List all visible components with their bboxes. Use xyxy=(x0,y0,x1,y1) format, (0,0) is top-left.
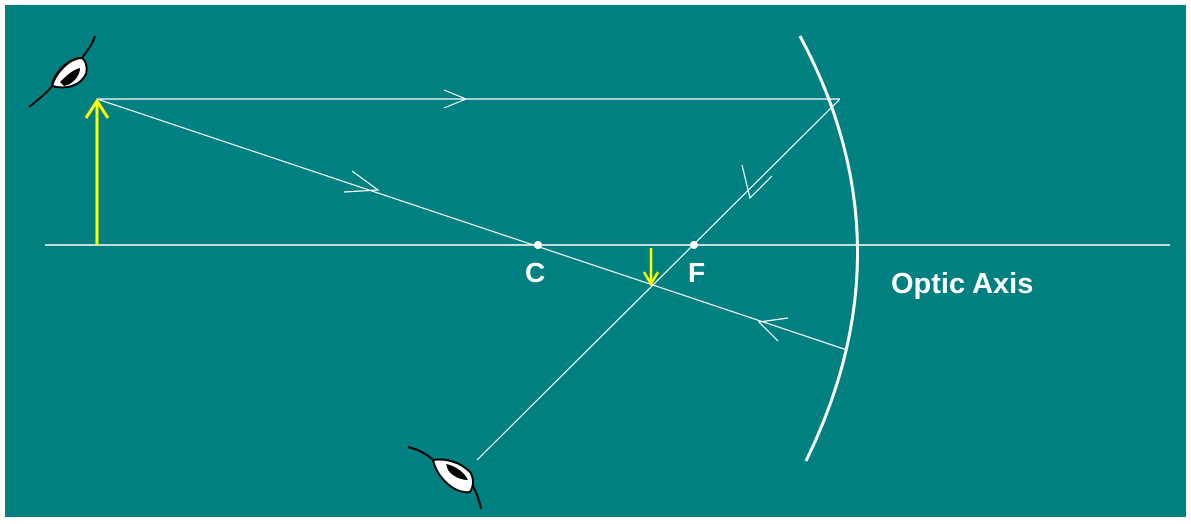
ray-through-center-arrowhead xyxy=(343,170,380,193)
diagram-background xyxy=(5,5,1186,517)
ray-returning-arrowhead xyxy=(757,317,789,342)
focal-point-dot xyxy=(690,241,698,249)
concave-mirror xyxy=(798,35,859,462)
object-arrowhead xyxy=(84,98,110,119)
focal-point-label: F xyxy=(688,257,705,288)
center-point-dot xyxy=(534,241,542,249)
ray-parallel-arrowhead xyxy=(443,89,468,109)
ray-reflected-arrowhead xyxy=(741,164,773,200)
eye-icon xyxy=(407,446,482,510)
ray-reflected-through-focus xyxy=(476,98,841,461)
optic-axis-label: Optic Axis xyxy=(891,268,1033,300)
eye-icon xyxy=(28,35,96,108)
ray-through-center xyxy=(96,98,848,351)
center-point-label: C xyxy=(525,257,545,288)
image-arrowhead xyxy=(642,271,660,287)
